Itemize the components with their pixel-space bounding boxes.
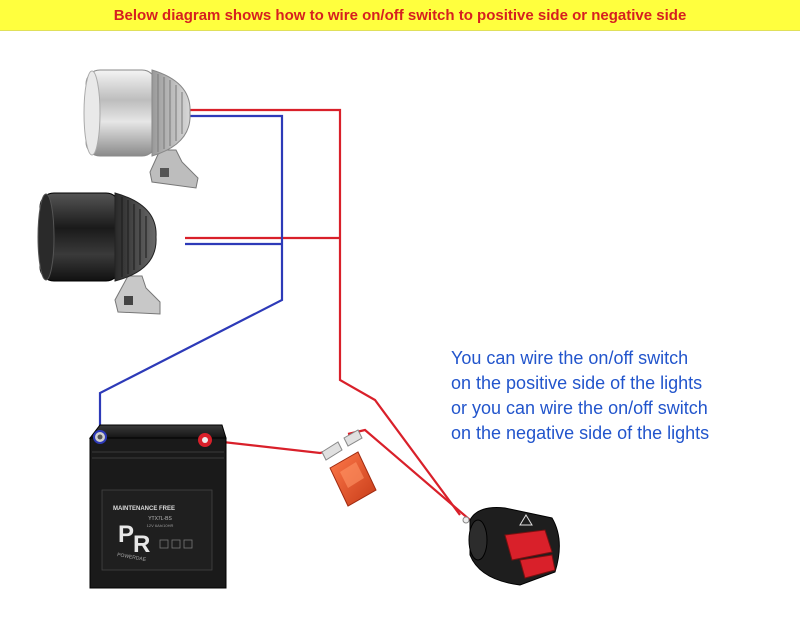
positive-wire-main [185, 108, 461, 516]
title-banner: Below diagram shows how to wire on/off s… [0, 0, 800, 31]
battery-brand-logo: P R [118, 521, 150, 558]
note-line: on the negative side of the lights [451, 423, 710, 443]
battery-spec: 12V 6Ah/10HR [147, 523, 174, 528]
note-line: or you can wire the on/off switch [451, 398, 708, 418]
svg-text:R: R [133, 531, 150, 558]
led-spotlight-black-icon [37, 192, 161, 315]
negative-terminal [93, 430, 107, 444]
page-title: Below diagram shows how to wire on/off s… [113, 6, 687, 24]
battery-model: YTX7L-BS [148, 516, 172, 522]
instruction-note: You can wire the on/off switch on the po… [451, 346, 791, 446]
negative-wires [98, 114, 284, 437]
note-line: on the positive side of the lights [451, 373, 703, 393]
battery-label: MAINTENANCE FREE [113, 506, 175, 512]
negative-wire-main [98, 114, 284, 437]
battery-icon: MAINTENANCE FREE YTX7L-BS 12V 6Ah/10HR P… [88, 424, 227, 589]
positive-terminal [198, 433, 212, 447]
battery-brand: POWERDAE [117, 552, 147, 563]
note-line: You can wire the on/off switch [451, 348, 689, 368]
led-spotlight-chrome-icon [83, 69, 199, 189]
svg-text:P: P [118, 521, 134, 548]
handlebar-switch-icon [462, 507, 560, 586]
fuse-icon [321, 429, 377, 507]
